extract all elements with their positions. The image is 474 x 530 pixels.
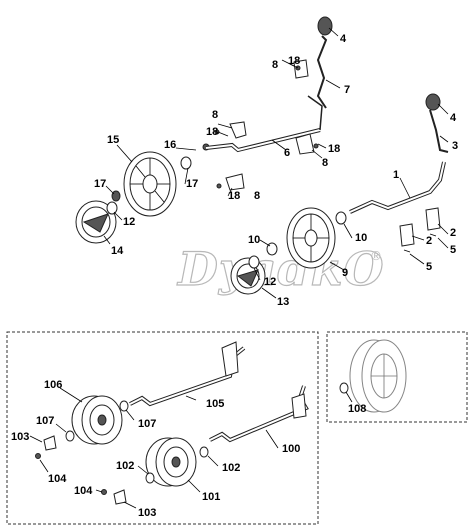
hubcap-14 bbox=[75, 200, 117, 244]
callout-102-right: 102 bbox=[222, 462, 240, 474]
callout-6: 6 bbox=[284, 147, 290, 159]
cap-103-top bbox=[43, 435, 57, 451]
nut-108 bbox=[339, 382, 349, 394]
callout-13: 13 bbox=[277, 296, 289, 308]
screw-5-a bbox=[403, 249, 411, 253]
callout-15: 15 bbox=[107, 134, 119, 146]
bushing-17-left bbox=[111, 190, 121, 202]
callout-17-left: 17 bbox=[94, 178, 106, 190]
bracket-2-a bbox=[399, 223, 415, 247]
callout-12-center: 12 bbox=[264, 276, 276, 288]
callout-103-top: 103 bbox=[11, 431, 29, 443]
callout-2-b: 2 bbox=[450, 227, 456, 239]
callout-5-b: 5 bbox=[450, 244, 456, 256]
screw-18-b bbox=[216, 183, 222, 189]
callout-14: 14 bbox=[111, 245, 124, 257]
bracket-8-d bbox=[295, 133, 315, 155]
axle-6 bbox=[205, 95, 323, 153]
callout-105: 105 bbox=[206, 398, 224, 410]
callout-104-top: 104 bbox=[48, 473, 67, 485]
callout-16: 16 bbox=[164, 139, 176, 151]
bracket-2-b bbox=[425, 207, 441, 231]
callout-10-left: 10 bbox=[248, 234, 260, 246]
axle-100 bbox=[209, 385, 309, 443]
callout-101: 101 bbox=[202, 491, 220, 503]
callout-9: 9 bbox=[342, 267, 348, 279]
callout-4-top: 4 bbox=[340, 33, 347, 45]
callout-102-left: 102 bbox=[116, 460, 134, 472]
callout-108: 108 bbox=[348, 403, 366, 415]
wheel-101 bbox=[145, 437, 197, 487]
callout-104-bottom: 104 bbox=[74, 485, 93, 497]
bushing-10-right bbox=[335, 211, 347, 225]
wheel-108 bbox=[349, 339, 407, 413]
callout-8-c: 8 bbox=[272, 59, 278, 71]
bushing-102-left bbox=[145, 472, 155, 484]
wheel-106 bbox=[71, 395, 123, 445]
variant-wheel-frame bbox=[326, 331, 468, 423]
callout-12-left: 12 bbox=[123, 216, 135, 228]
callout-18-c: 18 bbox=[288, 55, 300, 67]
watermark: DyadkO bbox=[176, 242, 385, 296]
hubcap-13 bbox=[230, 257, 266, 295]
callout-4-right: 4 bbox=[450, 112, 457, 124]
lever-3 bbox=[429, 109, 449, 153]
callout-10-right: 10 bbox=[355, 232, 367, 244]
bushing-107-right bbox=[119, 400, 129, 412]
callout-8-a: 8 bbox=[212, 109, 218, 121]
callout-3: 3 bbox=[452, 140, 458, 152]
screw-5-b bbox=[429, 233, 437, 237]
bushing-17-top bbox=[180, 156, 192, 170]
callout-8-d: 8 bbox=[322, 157, 328, 169]
knob-4-right bbox=[425, 93, 441, 111]
callout-18-b: 18 bbox=[228, 190, 240, 202]
nut-12-center bbox=[248, 255, 260, 269]
wheel-9 bbox=[286, 207, 336, 269]
screw-104-top bbox=[35, 453, 41, 459]
callout-106: 106 bbox=[44, 379, 62, 391]
bracket-8-c bbox=[293, 59, 309, 79]
callout-107-left: 107 bbox=[36, 415, 54, 427]
callout-7: 7 bbox=[344, 84, 350, 96]
bushing-107-left bbox=[65, 430, 75, 442]
wheel-15 bbox=[123, 151, 177, 217]
nut-12-left bbox=[106, 201, 118, 215]
callout-18-a: 18 bbox=[206, 126, 218, 138]
callout-1: 1 bbox=[393, 169, 399, 181]
variant-kit-frame bbox=[6, 331, 319, 525]
callout-107-right: 107 bbox=[138, 418, 156, 430]
callout-103-bottom: 103 bbox=[138, 507, 156, 519]
bracket-8-a bbox=[229, 121, 247, 139]
callout-18-d: 18 bbox=[328, 143, 340, 155]
axle-105 bbox=[129, 341, 246, 407]
screw-18-d bbox=[313, 143, 319, 149]
lever-7 bbox=[316, 35, 328, 109]
callout-8-b: 8 bbox=[254, 190, 260, 202]
cap-103-bottom bbox=[113, 489, 127, 505]
watermark-registered-mark: ® bbox=[370, 249, 382, 263]
screw-104-bottom bbox=[101, 489, 107, 495]
callout-2-a: 2 bbox=[426, 235, 432, 247]
bracket-8-b bbox=[225, 173, 245, 191]
knob-4-top bbox=[317, 16, 333, 36]
callout-100: 100 bbox=[282, 443, 300, 455]
callout-17-center: 17 bbox=[186, 178, 198, 190]
bushing-102-right bbox=[199, 446, 209, 458]
callout-5-a: 5 bbox=[426, 261, 432, 273]
axle-1 bbox=[349, 161, 446, 214]
